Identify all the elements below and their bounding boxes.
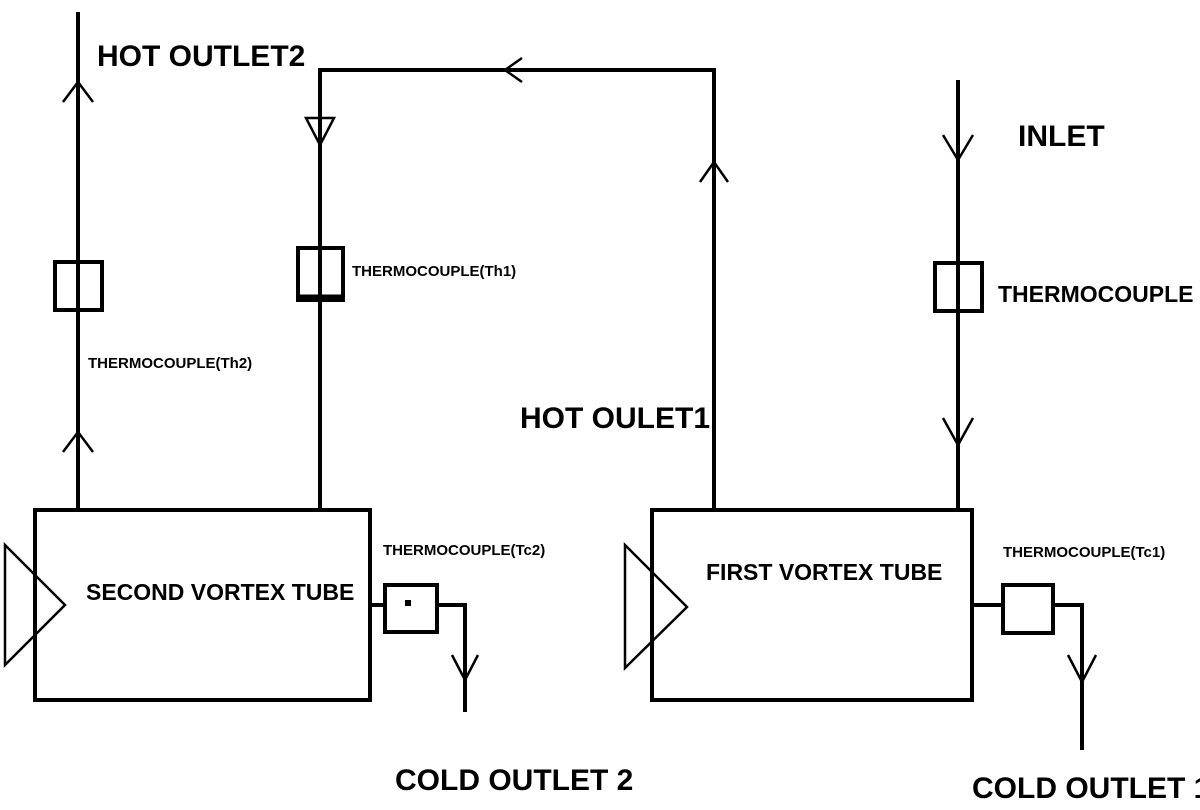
return-arrow-left-icon bbox=[502, 56, 523, 84]
thermocouple-tc2-label: THERMOCOUPLE(Tc2) bbox=[383, 542, 545, 559]
thermocouple-tc1-label: THERMOCOUPLE(Tc1) bbox=[1003, 544, 1165, 561]
thermocouple-tc2-box bbox=[383, 583, 439, 634]
hot-outlet2-arrow-bottom-icon bbox=[62, 429, 94, 453]
thermocouple-th2-box bbox=[53, 260, 104, 312]
thermocouple-tc2-marker bbox=[405, 600, 411, 606]
second-tube-nozzle-icon bbox=[3, 541, 67, 669]
thermocouple-tc1-box bbox=[1001, 583, 1055, 635]
cold-outlet1-label: COLD OUTLET 1 bbox=[972, 772, 1200, 805]
cold-outlet1-arrow-icon bbox=[1066, 654, 1098, 685]
hot-outlet1-pipe bbox=[318, 68, 716, 510]
hot-outlet1-arrow-up-icon bbox=[698, 159, 730, 183]
hot-outlet2-label: HOT OUTLET2 bbox=[97, 40, 305, 73]
hot-outlet1-label: HOT OULET1 bbox=[520, 402, 710, 435]
inlet-arrow-top-icon bbox=[941, 134, 975, 163]
hot-outlet2-arrow-top-icon bbox=[62, 79, 94, 103]
second-vortex-tube-box bbox=[33, 508, 372, 702]
inlet-label: INLET bbox=[1018, 120, 1105, 153]
first-vortex-tube-label: FIRST VORTEX TUBE bbox=[706, 559, 942, 585]
second-vortex-tube-label: SECOND VORTEX TUBE bbox=[86, 579, 354, 605]
cold-outlet2-arrow-icon bbox=[450, 654, 480, 683]
first-vortex-tube-box bbox=[650, 508, 974, 702]
cold-outlet1-pipe-b bbox=[1053, 603, 1084, 750]
thermocouple-th2-label: THERMOCOUPLE(Th2) bbox=[88, 355, 252, 372]
inlet-arrow-bottom-icon bbox=[941, 417, 975, 448]
cold-outlet2-pipe-b bbox=[437, 603, 467, 712]
thermocouple-inlet-label: THERMOCOUPLE bbox=[998, 281, 1194, 307]
cold-outlet2-label: COLD OUTLET 2 bbox=[395, 764, 633, 797]
first-tube-nozzle-icon bbox=[623, 541, 689, 671]
thermocouple-th1-label: THERMOCOUPLE(Th1) bbox=[352, 263, 516, 280]
thermocouple-inlet-box bbox=[933, 261, 984, 313]
